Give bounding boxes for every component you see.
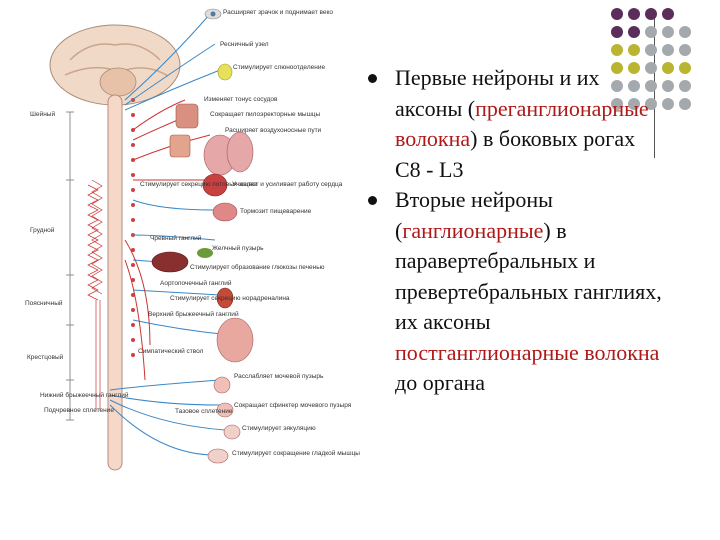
label-hypogastric-plexus: Подчревное сплетение [44, 407, 114, 414]
term-ganglionic: ганглионарные [402, 217, 544, 243]
text-segment: Вторые нейроны ( [395, 187, 553, 243]
label-sweat-glands: Стимулирует секрецию потовых желез [140, 181, 257, 188]
label-smooth-muscle: Стимулирует сокращение гладкой мышцы [232, 449, 360, 457]
label-celiac-ganglion: Чревный ганглий [150, 234, 202, 242]
decorative-dot [662, 8, 674, 20]
decorative-dot [645, 26, 657, 38]
decorative-dot [611, 98, 623, 110]
decorative-dot [662, 98, 674, 110]
label-aorticorenal-ganglion: Аортопочечный ганглий [160, 279, 232, 287]
text-segment: ) в боковых рогах С8 - L3 [395, 126, 636, 182]
label-noradrenaline: Стимулирует секрецию норадреналина [170, 295, 290, 302]
decorative-dot [611, 80, 623, 92]
label-pupil: Расширяет зрачок и поднимает веко [223, 9, 333, 16]
decorative-dot [611, 44, 623, 56]
region-thoracic: Грудной [30, 226, 55, 234]
decorative-dot [628, 8, 640, 20]
decorative-dot [611, 26, 623, 38]
text-segment: Первые нейроны и их аксоны ( [395, 65, 600, 121]
sympathetic-nervous-system-diagram: Расширяет зрачок и поднимает веко Реснич… [25, 8, 360, 471]
label-digestion: Тормозит пищеварение [240, 208, 312, 215]
label-sympathetic-trunk: Симпатический ствол [138, 347, 204, 355]
label-vessel-tone: Изменяет тонус сосудов [204, 96, 278, 103]
decorative-dot [645, 8, 657, 20]
bullet-item-first-neurons: Первые нейроны и их аксоны (преганглиона… [364, 63, 664, 185]
decorative-dot [645, 80, 657, 92]
label-bladder-relax: Расслабляет мочевой пузырь [234, 372, 324, 380]
label-ciliary-ganglion: Ресничный узел [220, 40, 269, 48]
term-postganglionic-fibers: постганглионарные волокна [395, 339, 660, 365]
chain-ganglia [131, 98, 135, 357]
label-heart: Учащает и усиливает работу сердца [232, 180, 343, 188]
decorative-dot [679, 80, 691, 92]
decorative-dot [679, 98, 691, 110]
decorative-dot [662, 26, 674, 38]
decorative-dot [645, 98, 657, 110]
bullet-list: Первые нейроны и их аксоны (преганглиона… [364, 63, 664, 399]
label-pelvic-plexus: Тазовое сплетение [175, 408, 233, 415]
text-segment: ) в паравертебральных и превертебральных… [395, 217, 662, 335]
spinal-cord [107, 94, 123, 471]
bullet-marker [368, 196, 377, 205]
label-piloerector: Сокращает пилоэректорные мышцы [210, 111, 321, 118]
decorative-dot [611, 62, 623, 74]
sympathetic-chain [87, 179, 103, 410]
label-superior-mesenteric-ganglion: Верхний брыжеечный ганглий [148, 310, 239, 318]
decorative-dot [662, 44, 674, 56]
decorative-dot [645, 44, 657, 56]
label-salivation: Стимулирует слюноотделение [233, 64, 325, 71]
term-preganglionic-fibers: преганглионарные волокна [395, 95, 649, 152]
decorative-dot-grid [611, 8, 719, 120]
label-ejaculation: Стимулирует эякуляцию [242, 425, 316, 432]
decorative-dot [628, 80, 640, 92]
bullet-marker [368, 74, 377, 83]
region-lumbar: Поясничный [25, 299, 63, 307]
region-cervical: Шейный [30, 110, 55, 118]
label-glucose: Стимулирует образование глюкозы печенью [190, 263, 325, 271]
text-segment: до органа [395, 370, 486, 395]
region-sacral: Крестцовый [27, 353, 64, 361]
decorative-dot [679, 44, 691, 56]
decorative-dot [628, 26, 640, 38]
organ-illustrations [151, 8, 254, 464]
bullet-item-second-neurons: Вторые нейроны (ганглионарные) в паравер… [364, 185, 664, 399]
decorative-dot [611, 8, 623, 20]
decorative-dot [662, 62, 674, 74]
decorative-dot [679, 62, 691, 74]
decorative-dot [628, 98, 640, 110]
label-gallbladder: Желчный пузырь [212, 244, 264, 252]
label-sphincter: Сокращает сфинктер мочевого пузыря [234, 402, 352, 409]
label-airways: Расширяет воздухоносные пути [225, 127, 322, 134]
decorative-dot [679, 26, 691, 38]
decorative-dot [662, 80, 674, 92]
decorative-dot [628, 62, 640, 74]
decorative-dot [645, 62, 657, 74]
label-inferior-mesenteric-ganglion: Нижний брыжеечный ганглий [40, 391, 129, 399]
brainstem-illustration [99, 67, 137, 97]
decorative-dot [628, 44, 640, 56]
